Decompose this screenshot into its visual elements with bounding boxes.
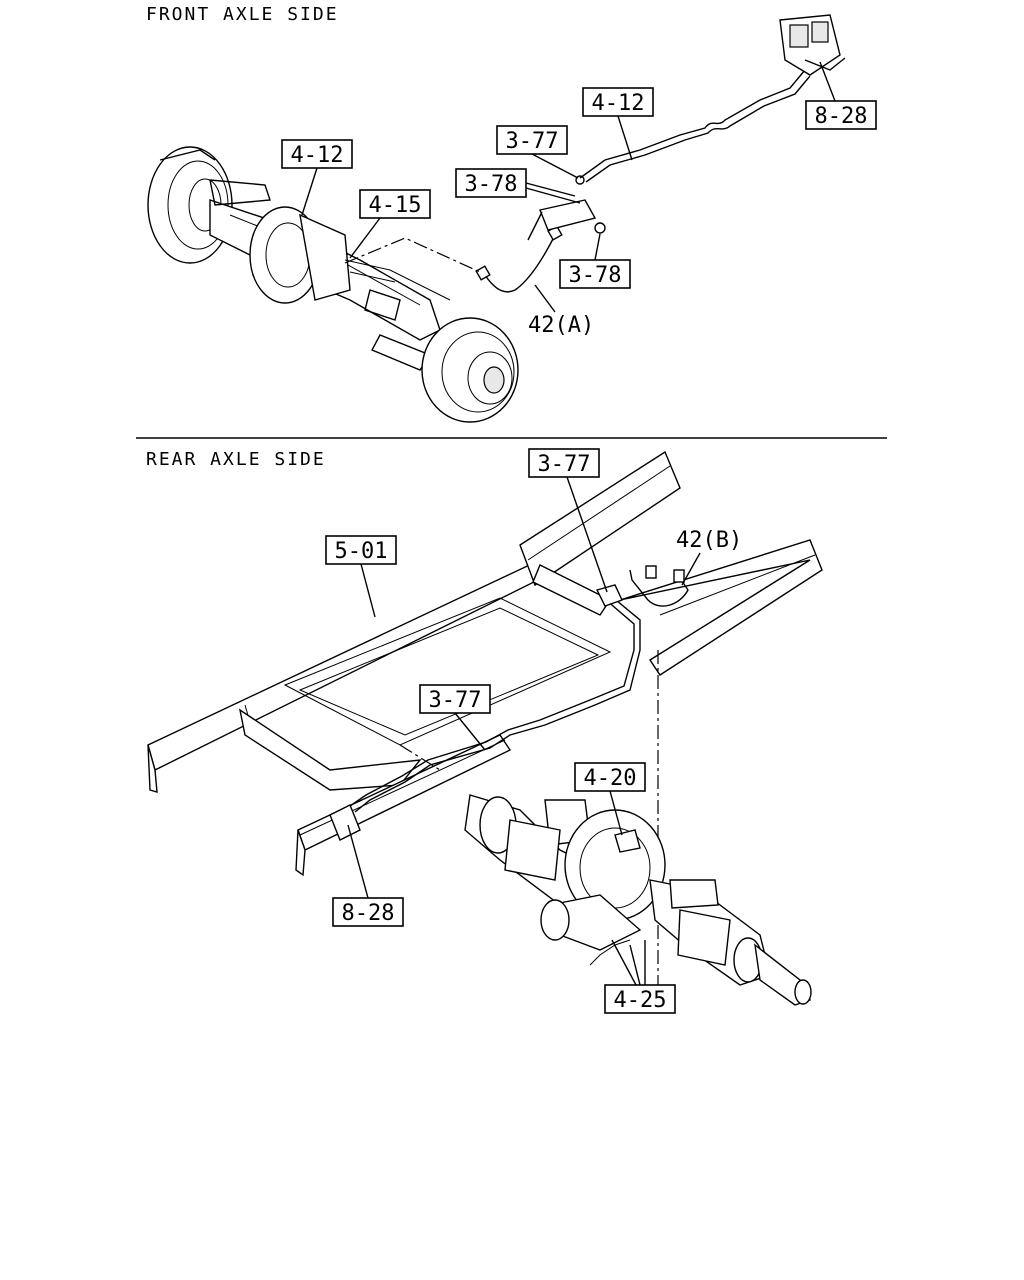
callout-label: 8-28 [342, 901, 395, 926]
front-axle-section-title: FRONT AXLE SIDE [146, 4, 339, 25]
callout-label: 3-78 [569, 263, 622, 288]
callout-label: 4-25 [614, 988, 667, 1013]
rear-frame-drawing [147, 450, 823, 1000]
rear-callouts: 3-77 42(B) 5-01 3-77 4-20 8-28 4-25 [325, 448, 742, 1014]
callout-label: 42(B) [676, 528, 742, 553]
front-callouts: 4-12 8-28 3-77 3-78 4-12 4-15 3-78 42(A) [281, 61, 877, 338]
callout-box [359, 189, 431, 219]
rear-axle-drawing [464, 794, 812, 1006]
callout-box [455, 168, 527, 198]
callout-box [528, 448, 600, 478]
callout-label: 3-77 [538, 452, 591, 477]
callout-box [574, 762, 646, 792]
callout-label: 4-12 [592, 91, 645, 116]
callout-label: 4-20 [584, 766, 637, 791]
callout-label: 3-77 [506, 129, 559, 154]
callout-label: 42(A) [528, 313, 594, 338]
callout-box [559, 259, 631, 289]
callout-label: 5-01 [335, 539, 388, 564]
front-axle-drawing [147, 14, 846, 423]
callout-box [805, 100, 877, 130]
callout-label: 8-28 [815, 104, 868, 129]
callout-box [325, 535, 397, 565]
callout-box [604, 984, 676, 1014]
callout-box [419, 684, 491, 714]
callout-box [496, 125, 568, 155]
rear-axle-section-title: REAR AXLE SIDE [146, 449, 326, 470]
callout-box [582, 87, 654, 117]
callout-box [332, 897, 404, 927]
callout-label: 4-12 [291, 143, 344, 168]
callout-label: 3-77 [429, 688, 482, 713]
callout-label: 4-15 [369, 193, 422, 218]
callout-label: 3-78 [465, 172, 518, 197]
